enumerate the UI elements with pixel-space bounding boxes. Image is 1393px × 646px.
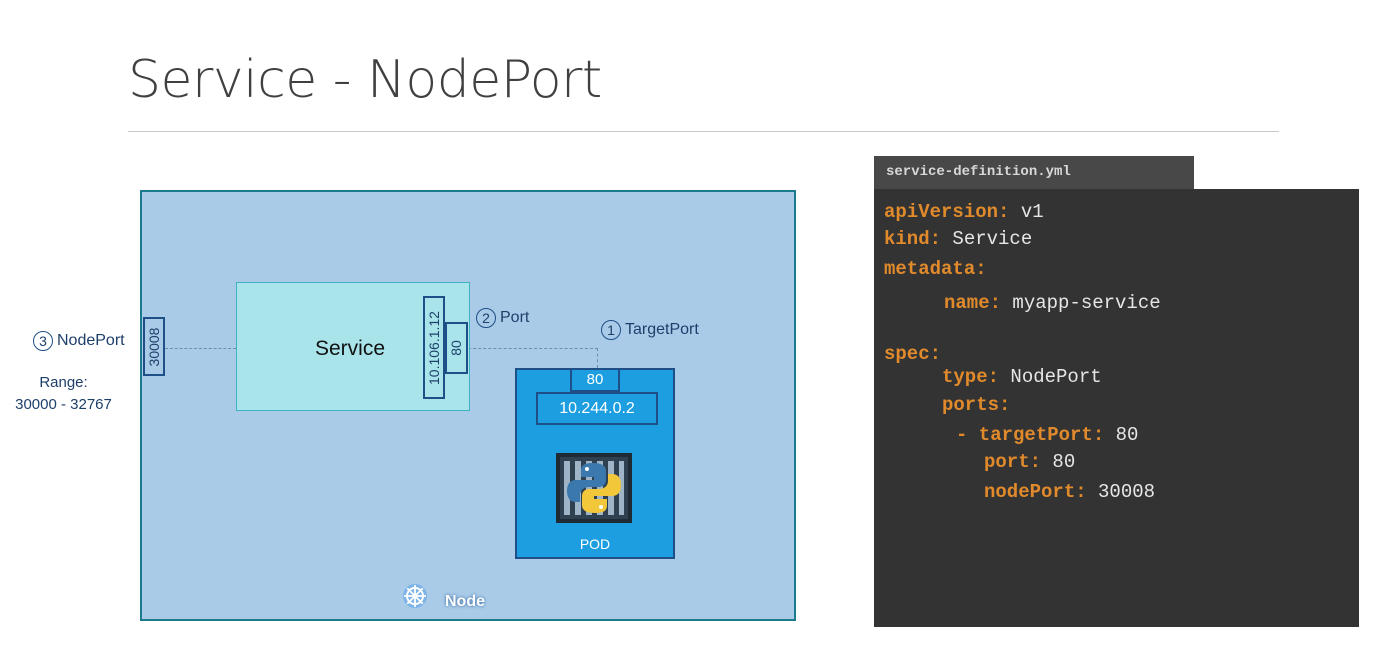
code-line: metadata: xyxy=(884,258,987,280)
code-line: name: myapp-service xyxy=(944,292,1161,314)
python-container-icon xyxy=(556,453,632,523)
service-ip-box xyxy=(423,296,445,399)
code-line: spec: xyxy=(884,343,942,365)
label-port: 2 Port xyxy=(476,308,529,328)
label-nodeport: 3 NodePort xyxy=(33,331,125,351)
code-panel xyxy=(874,189,1359,627)
code-filename-tab: service-definition.yml xyxy=(874,156,1194,189)
label-port-text: Port xyxy=(500,309,530,326)
service-port: 80 xyxy=(448,340,464,356)
code-line: kind: Service xyxy=(884,228,1033,250)
service-label: Service xyxy=(315,337,386,360)
range-value: 30000 - 32767 xyxy=(15,396,112,413)
code-line: apiVersion: v1 xyxy=(884,201,1044,223)
code-line: port: 80 xyxy=(984,451,1076,473)
code-line: nodePort: 30008 xyxy=(984,481,1156,503)
service-port-box xyxy=(445,322,468,374)
title-divider xyxy=(128,131,1279,132)
connector-service-pod xyxy=(468,348,598,349)
label-targetport: 1 TargetPort xyxy=(601,320,699,340)
label-nodeport-text: NodePort xyxy=(57,332,125,349)
pod-port: 80 xyxy=(570,368,620,392)
label-targetport-text: TargetPort xyxy=(625,321,699,338)
nodeport-range: Range: 30000 - 32767 xyxy=(0,372,127,416)
page-title: Service - NodePort xyxy=(128,50,602,110)
nodeport-box xyxy=(143,317,165,376)
code-line: ports: xyxy=(942,394,1011,416)
connector-nodeport-service xyxy=(165,348,236,349)
node-label: Node xyxy=(445,593,485,610)
pod-ip: 10.244.0.2 xyxy=(536,392,658,425)
code-line: - targetPort: 80 xyxy=(956,424,1139,446)
range-label: Range: xyxy=(39,374,88,391)
label-nodeport-number: 3 xyxy=(33,331,53,351)
label-port-number: 2 xyxy=(476,308,496,328)
service-box xyxy=(236,282,470,411)
connector-pod-drop xyxy=(597,348,598,368)
service-ip: 10.106.1.12 xyxy=(426,311,442,385)
label-targetport-number: 1 xyxy=(601,320,621,340)
kubernetes-helm-icon xyxy=(403,584,427,608)
pod-label: POD xyxy=(579,536,611,552)
nodeport-value: 30008 xyxy=(146,327,162,367)
code-line: type: NodePort xyxy=(942,366,1102,388)
